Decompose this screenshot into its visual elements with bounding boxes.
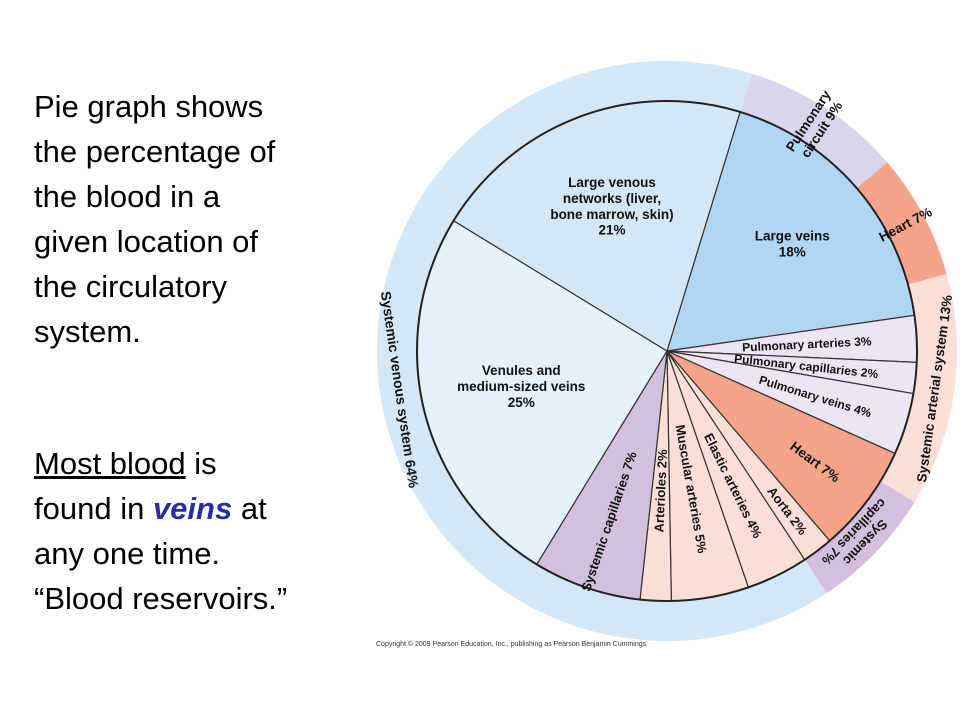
note-line-1: Most blood is <box>34 441 354 486</box>
intro-line: Pie graph shows <box>34 89 264 124</box>
ring-segment-heart-7 <box>856 162 947 285</box>
most-blood-note: Most blood is found in veins at any one … <box>34 441 354 621</box>
note-text: is <box>185 446 217 481</box>
ring-segment-systemic-capillaries-7 <box>804 481 915 594</box>
intro-line: the percentage of <box>34 134 276 169</box>
outer-ring <box>377 61 957 642</box>
intro-line: the blood in a <box>34 179 221 214</box>
veins-emphasis: veins <box>152 491 233 526</box>
slice-label-pulmonary-arteries: Pulmonary arteries 3% <box>742 334 872 354</box>
ring-segment-systemic-venous-system-64 <box>377 61 827 642</box>
intro-line: system. <box>34 314 141 349</box>
note-text: at <box>232 491 267 526</box>
intro-line: given location of <box>34 224 259 259</box>
most-blood-underlined: Most blood <box>34 446 186 481</box>
pie-outline <box>416 100 918 602</box>
note-line-2: found in veins at <box>34 486 354 531</box>
note-text: found in <box>34 491 153 526</box>
intro-text: Pie graph shows the percentage of the bl… <box>34 84 344 354</box>
slice-label-arterioles: Arterioles 2% <box>651 449 670 533</box>
copyright-text: Copyright © 2009 Pearson Education, Inc.… <box>376 641 649 648</box>
intro-line: the circulatory <box>34 269 227 304</box>
ring-segment-pulmonary-circuit-9 <box>740 73 888 189</box>
note-line-3: any one time. <box>34 536 221 571</box>
inner-slices <box>416 100 918 602</box>
note-line-4: “Blood reservoirs.” <box>34 581 288 616</box>
